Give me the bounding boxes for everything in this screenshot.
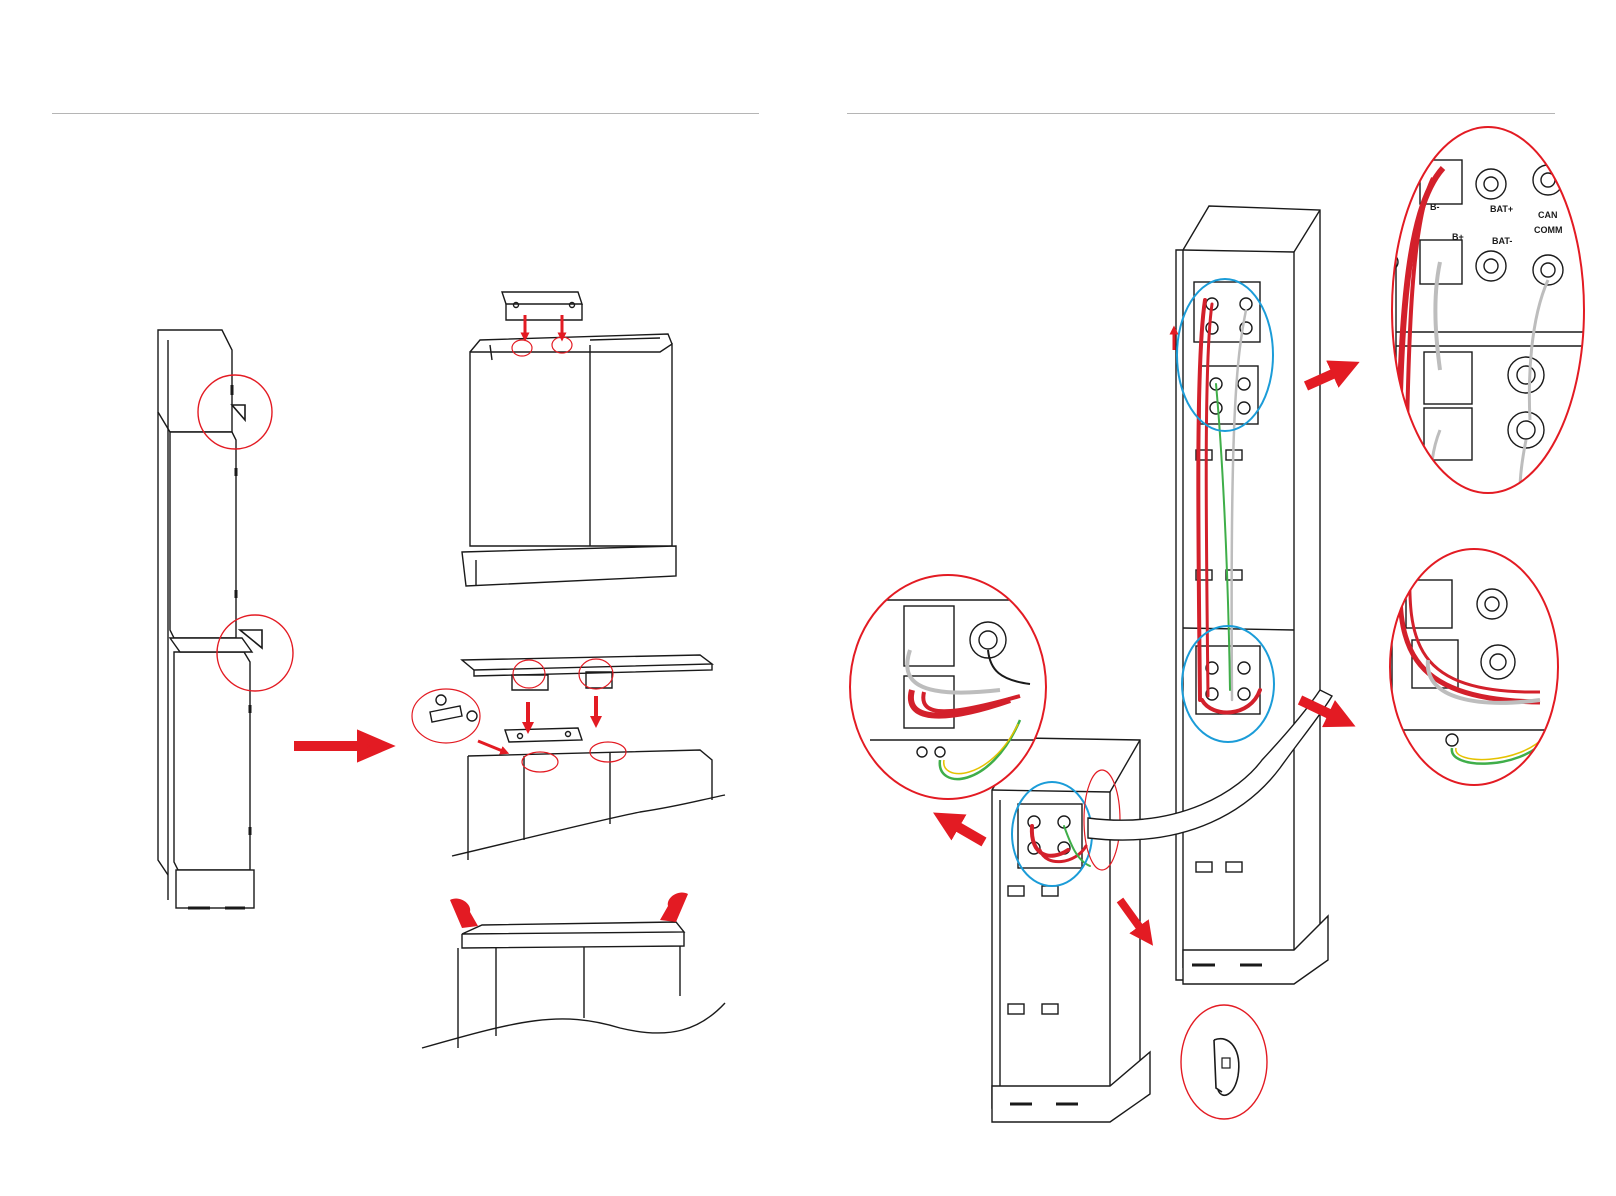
arrow-icon [478,741,505,752]
battery-tower-left [158,330,262,908]
left-header-rule [52,113,759,114]
step-attach-bracket [462,292,676,586]
right-header-rule [847,113,1555,114]
label-comm: COMM [1534,225,1563,235]
pressing-hand-icon [660,893,688,922]
label-b-plus: B+ [1452,232,1464,242]
zoom-detail-lower-connectors [1390,549,1560,785]
cable-clip-detail [1181,1005,1267,1119]
highlight-circle [522,752,558,772]
arrow-left-icon [946,820,984,842]
label-b-minus: B- [1430,202,1440,212]
label-bat-minus: BAT- [1492,236,1512,246]
step-press-cover [422,922,725,1048]
zoom-detail-top-connectors: B- BAT+ B+ BAT- CAN COMM [1382,127,1584,493]
battery-tower-right-front [992,738,1150,1122]
label-can: CAN [1538,210,1558,220]
zoom-detail-front-connectors [850,575,1046,799]
pressing-hand-icon [450,899,478,928]
highlight-circle-screw [552,337,572,353]
arrow-right-icon [294,737,383,755]
step-fit-lid [430,655,725,860]
label-bat-plus: BAT+ [1490,204,1513,214]
